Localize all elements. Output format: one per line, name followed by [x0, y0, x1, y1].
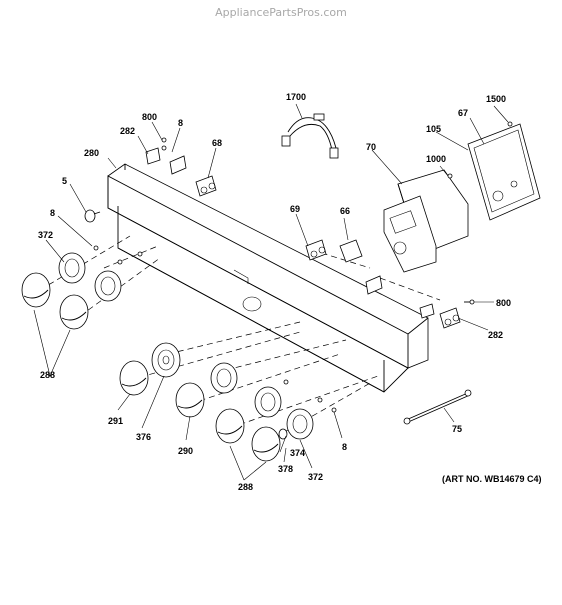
- label-5: 5: [62, 176, 67, 186]
- leader-lines: [33, 103, 509, 481]
- label-800-top: 800: [142, 112, 157, 122]
- bezel-372-c: [210, 362, 238, 394]
- label-290: 290: [178, 446, 193, 456]
- label-288-left: 288: [40, 370, 55, 380]
- label-280: 280: [84, 148, 99, 158]
- control-board-70: [383, 169, 469, 273]
- label-1700: 1700: [286, 92, 306, 102]
- screws-8: [93, 145, 337, 413]
- bezel-372-e: [286, 408, 314, 440]
- bracket-69: [305, 239, 327, 261]
- control-panel-280: [107, 163, 429, 393]
- label-67: 67: [458, 108, 468, 118]
- watermark: AppliancePartsPros.com: [215, 6, 347, 19]
- label-75: 75: [452, 424, 462, 434]
- wire-harness-1700: [281, 113, 339, 159]
- label-282-right: 282: [488, 330, 503, 340]
- knob-290: [175, 382, 205, 418]
- label-288-bottom: 288: [238, 482, 253, 492]
- label-105: 105: [426, 124, 441, 134]
- screw-1500: [507, 121, 513, 127]
- label-68: 68: [212, 138, 222, 148]
- clip-800-b: [464, 299, 475, 305]
- label-70: 70: [366, 142, 376, 152]
- switch-374: [278, 428, 288, 440]
- knob-288-b: [59, 294, 89, 330]
- label-66: 66: [340, 206, 350, 216]
- knob-288-a: [21, 272, 51, 308]
- label-372-left: 372: [38, 230, 53, 240]
- label-800-right: 800: [496, 298, 511, 308]
- bezel-372-a: [58, 252, 86, 284]
- switch-5: [84, 209, 101, 223]
- label-1000: 1000: [426, 154, 446, 164]
- callout-labels: 1700 1500 67 105 800 8 282 68 280 70 100…: [38, 92, 511, 492]
- screw-1000: [447, 173, 453, 179]
- bracket-282-a: [145, 147, 161, 165]
- label-282-top: 282: [120, 126, 135, 136]
- bezel-376: [151, 342, 181, 378]
- label-1500: 1500: [486, 94, 506, 104]
- knob-288-d: [251, 426, 281, 462]
- bezel-372-d: [254, 386, 282, 418]
- label-372-bottom: 372: [308, 472, 323, 482]
- bracket-misc: [169, 155, 435, 319]
- touch-pad-66: [339, 239, 363, 263]
- bezel-372-b: [94, 270, 122, 302]
- bracket-68: [195, 175, 217, 197]
- label-8-left: 8: [50, 208, 55, 218]
- alignment-lines: [39, 235, 441, 447]
- label-291: 291: [108, 416, 123, 426]
- clip-800-a: [161, 137, 167, 143]
- bracket-282-b: [439, 307, 461, 329]
- label-378: 378: [278, 464, 293, 474]
- label-69: 69: [290, 204, 300, 214]
- rod-75: [403, 389, 472, 425]
- label-374: 374: [290, 448, 305, 458]
- label-8-bottom: 8: [342, 442, 347, 452]
- art-number: (ART NO. WB14679 C4): [442, 474, 542, 484]
- knob-291: [119, 360, 149, 396]
- knob-288-c: [215, 408, 245, 444]
- label-8-top: 8: [178, 118, 183, 128]
- cover-105: [467, 123, 541, 221]
- label-376: 376: [136, 432, 151, 442]
